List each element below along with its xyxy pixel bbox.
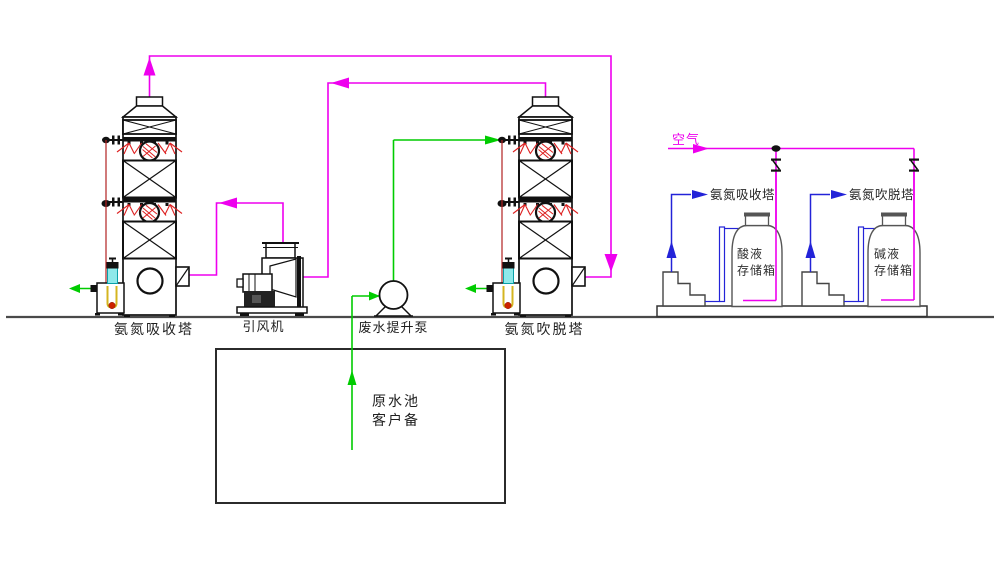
- alkali-tank-label-line1: 碱液: [874, 246, 900, 261]
- pump-casing: [378, 280, 409, 310]
- air-valve-2: [909, 158, 919, 172]
- pump-in-arrow: [369, 291, 380, 301]
- chemical-skid-platform: [656, 305, 928, 318]
- acid-dest-arrow: [692, 190, 708, 199]
- alkali-dosing-pump-steps: [801, 271, 845, 307]
- fan-outlet-duct: [265, 242, 296, 259]
- gas-line-arrows: [143, 57, 709, 272]
- pump-label: 废水提升泵: [358, 320, 428, 336]
- induced-draft-fan: [236, 242, 308, 316]
- air-line-tee-junction: [771, 145, 781, 152]
- stripping-tower-label: 氨氮吹脱塔: [505, 322, 585, 338]
- acid-up-arrow: [666, 241, 677, 258]
- acid-supply-line: [670, 193, 691, 272]
- absorption-tower: [69, 97, 189, 317]
- wastewater-lift-pump: [374, 280, 413, 317]
- alkali-up-arrow: [805, 241, 816, 258]
- tank-air-drop-lines: [743, 172, 915, 302]
- acid-tank-label-line2: 存储箱: [737, 263, 776, 278]
- alkali-dosing-station: 氨氮吹脱塔 碱液 存储箱: [801, 187, 921, 308]
- fan-motor: [242, 273, 273, 293]
- fan-to-absorber-line: [189, 202, 284, 276]
- acid-destination-label: 氨氮吸收塔: [710, 187, 775, 202]
- stripper-to-fan-line: [301, 82, 547, 278]
- fan-inlet-flange: [297, 256, 301, 308]
- fan-label: 引风机: [242, 320, 284, 335]
- acid-tank-cap: [744, 214, 770, 227]
- acid-tank-label-line1: 酸液: [737, 246, 763, 261]
- fan-base-frame: [236, 306, 308, 314]
- stripper-feed-arrow: [485, 135, 501, 145]
- air-flow-arrow: [693, 144, 709, 154]
- wastewater-arrows: [347, 135, 501, 385]
- pool-label-line2: 客户备: [372, 412, 420, 429]
- air-valve-1: [771, 158, 781, 172]
- pool-label-line1: 原水池: [372, 394, 420, 410]
- motor-shaft: [236, 278, 244, 288]
- absorption-tower-label: 氨氮吸收塔: [114, 322, 194, 338]
- exhaust-up-arrow: [143, 57, 156, 76]
- stripping-tower: [465, 97, 585, 317]
- alkali-supply-line: [809, 193, 830, 272]
- alkali-dest-arrow: [831, 190, 847, 199]
- air-label: 空气: [672, 132, 700, 148]
- raw-water-pool: 原水池 客户备: [215, 348, 506, 504]
- pool-up-arrow: [347, 370, 357, 385]
- acid-dosing-station: 氨氮吸收塔 酸液 存储箱: [662, 187, 783, 308]
- loop-down-arrow: [604, 254, 618, 272]
- acid-dosing-pump-steps: [662, 271, 706, 307]
- fan-inlet-arrow: [331, 77, 349, 89]
- alkali-destination-label: 氨氮吹脱塔: [849, 187, 914, 202]
- fan-discharge-arrow: [219, 197, 237, 209]
- alkali-tank-cap: [881, 214, 907, 227]
- alkali-tank-label-line2: 存储箱: [874, 263, 913, 278]
